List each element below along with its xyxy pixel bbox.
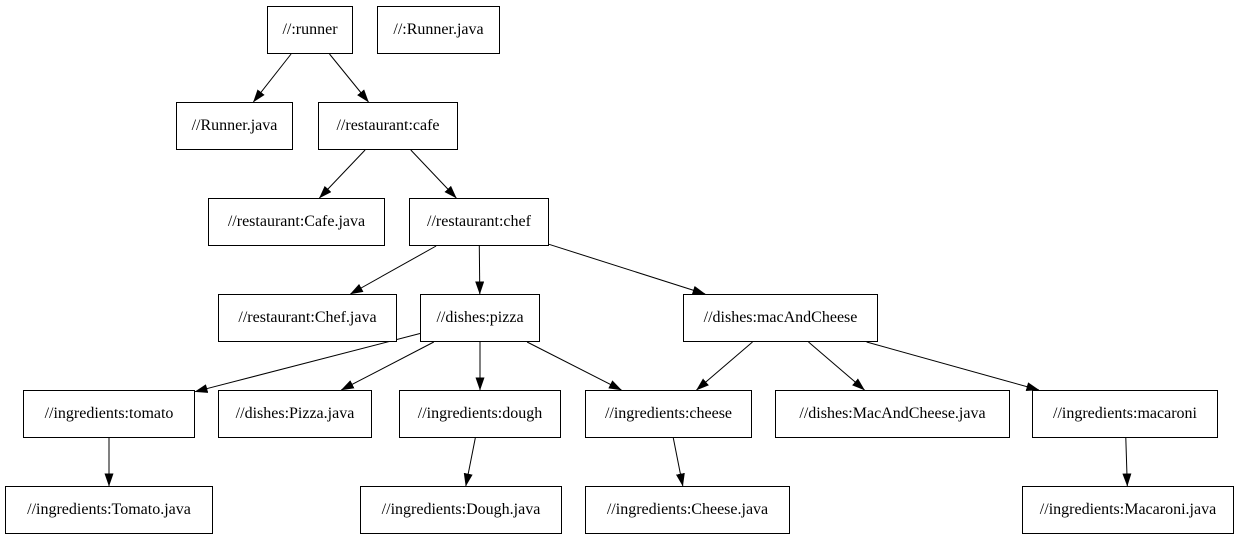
node-label: //:Runner.java <box>393 21 484 38</box>
graph-node-tomato_java: //ingredients:Tomato.java <box>5 486 213 534</box>
edge-chef-to-pizza <box>475 245 485 295</box>
graph-node-dough_java: //ingredients:Dough.java <box>360 486 562 534</box>
edge-cheese-to-cheese_java <box>672 437 685 487</box>
node-label: //restaurant:Cafe.java <box>227 213 366 230</box>
node-label: //restaurant:chef <box>427 213 531 230</box>
node-label: //:runner <box>282 21 338 38</box>
edge-chef-to-mac_and_cheese <box>548 243 706 295</box>
graph-node-runner_java_root: //:Runner.java <box>377 6 500 54</box>
node-label: //ingredients:Dough.java <box>381 501 541 518</box>
node-label: //ingredients:Tomato.java <box>27 501 191 518</box>
graph-node-cafe: //restaurant:cafe <box>318 102 458 150</box>
node-label: //ingredients:Macaroni.java <box>1039 501 1217 518</box>
graph-edges <box>104 53 1132 487</box>
graph-node-runner_java: //Runner.java <box>176 102 293 150</box>
graph-node-macaroni: //ingredients:macaroni <box>1032 390 1218 438</box>
node-label: //Runner.java <box>191 117 278 134</box>
node-label: //ingredients:macaroni <box>1053 405 1197 422</box>
edge-mac_and_cheese-to-cheese <box>696 341 753 391</box>
graph-node-dough: //ingredients:dough <box>399 390 561 438</box>
graph-node-mac_and_cheese: //dishes:macAndCheese <box>683 294 878 342</box>
graph-node-chef_java: //restaurant:Chef.java <box>218 294 397 342</box>
graph-node-chef: //restaurant:chef <box>409 198 549 246</box>
graph-node-cheese_java: //ingredients:Cheese.java <box>585 486 790 534</box>
graph-node-runner: //:runner <box>267 6 353 54</box>
node-label: //restaurant:cafe <box>336 117 440 134</box>
node-label: //dishes:Pizza.java <box>235 405 355 422</box>
node-label: //dishes:MacAndCheese.java <box>799 405 986 422</box>
graph-node-mac_and_cheese_java: //dishes:MacAndCheese.java <box>775 390 1010 438</box>
graph-node-cheese: //ingredients:cheese <box>585 390 752 438</box>
graph-node-tomato: //ingredients:tomato <box>23 390 195 438</box>
node-label: //ingredients:Cheese.java <box>606 501 769 518</box>
edge-pizza-to-pizza_java <box>340 341 435 391</box>
graph-node-pizza: //dishes:pizza <box>420 294 540 342</box>
edge-pizza-to-tomato <box>194 333 421 393</box>
edge-cafe-to-cafe_java <box>319 149 366 199</box>
graph-node-cafe_java: //restaurant:Cafe.java <box>208 198 385 246</box>
edge-dough-to-dough_java <box>463 437 476 487</box>
edge-chef-to-chef_java <box>349 245 437 295</box>
edge-cafe-to-chef <box>410 149 457 199</box>
node-label: //ingredients:dough <box>417 405 543 422</box>
node-label: //dishes:macAndCheese <box>703 309 858 326</box>
edge-mac_and_cheese-to-mac_and_cheese_java <box>808 341 865 391</box>
edge-macaroni-to-macaroni_java <box>1122 437 1132 487</box>
node-label: //restaurant:Chef.java <box>238 309 377 326</box>
graph-node-pizza_java: //dishes:Pizza.java <box>218 390 372 438</box>
graph-node-macaroni_java: //ingredients:Macaroni.java <box>1022 486 1234 534</box>
node-label: //ingredients:tomato <box>44 405 174 422</box>
node-label: //dishes:pizza <box>436 309 524 326</box>
edge-mac_and_cheese-to-macaroni <box>866 341 1040 391</box>
edge-runner-to-runner_java <box>253 53 292 103</box>
node-label: //ingredients:cheese <box>604 405 733 422</box>
edge-runner-to-cafe <box>329 53 369 103</box>
edge-pizza-to-cheese <box>526 341 622 391</box>
